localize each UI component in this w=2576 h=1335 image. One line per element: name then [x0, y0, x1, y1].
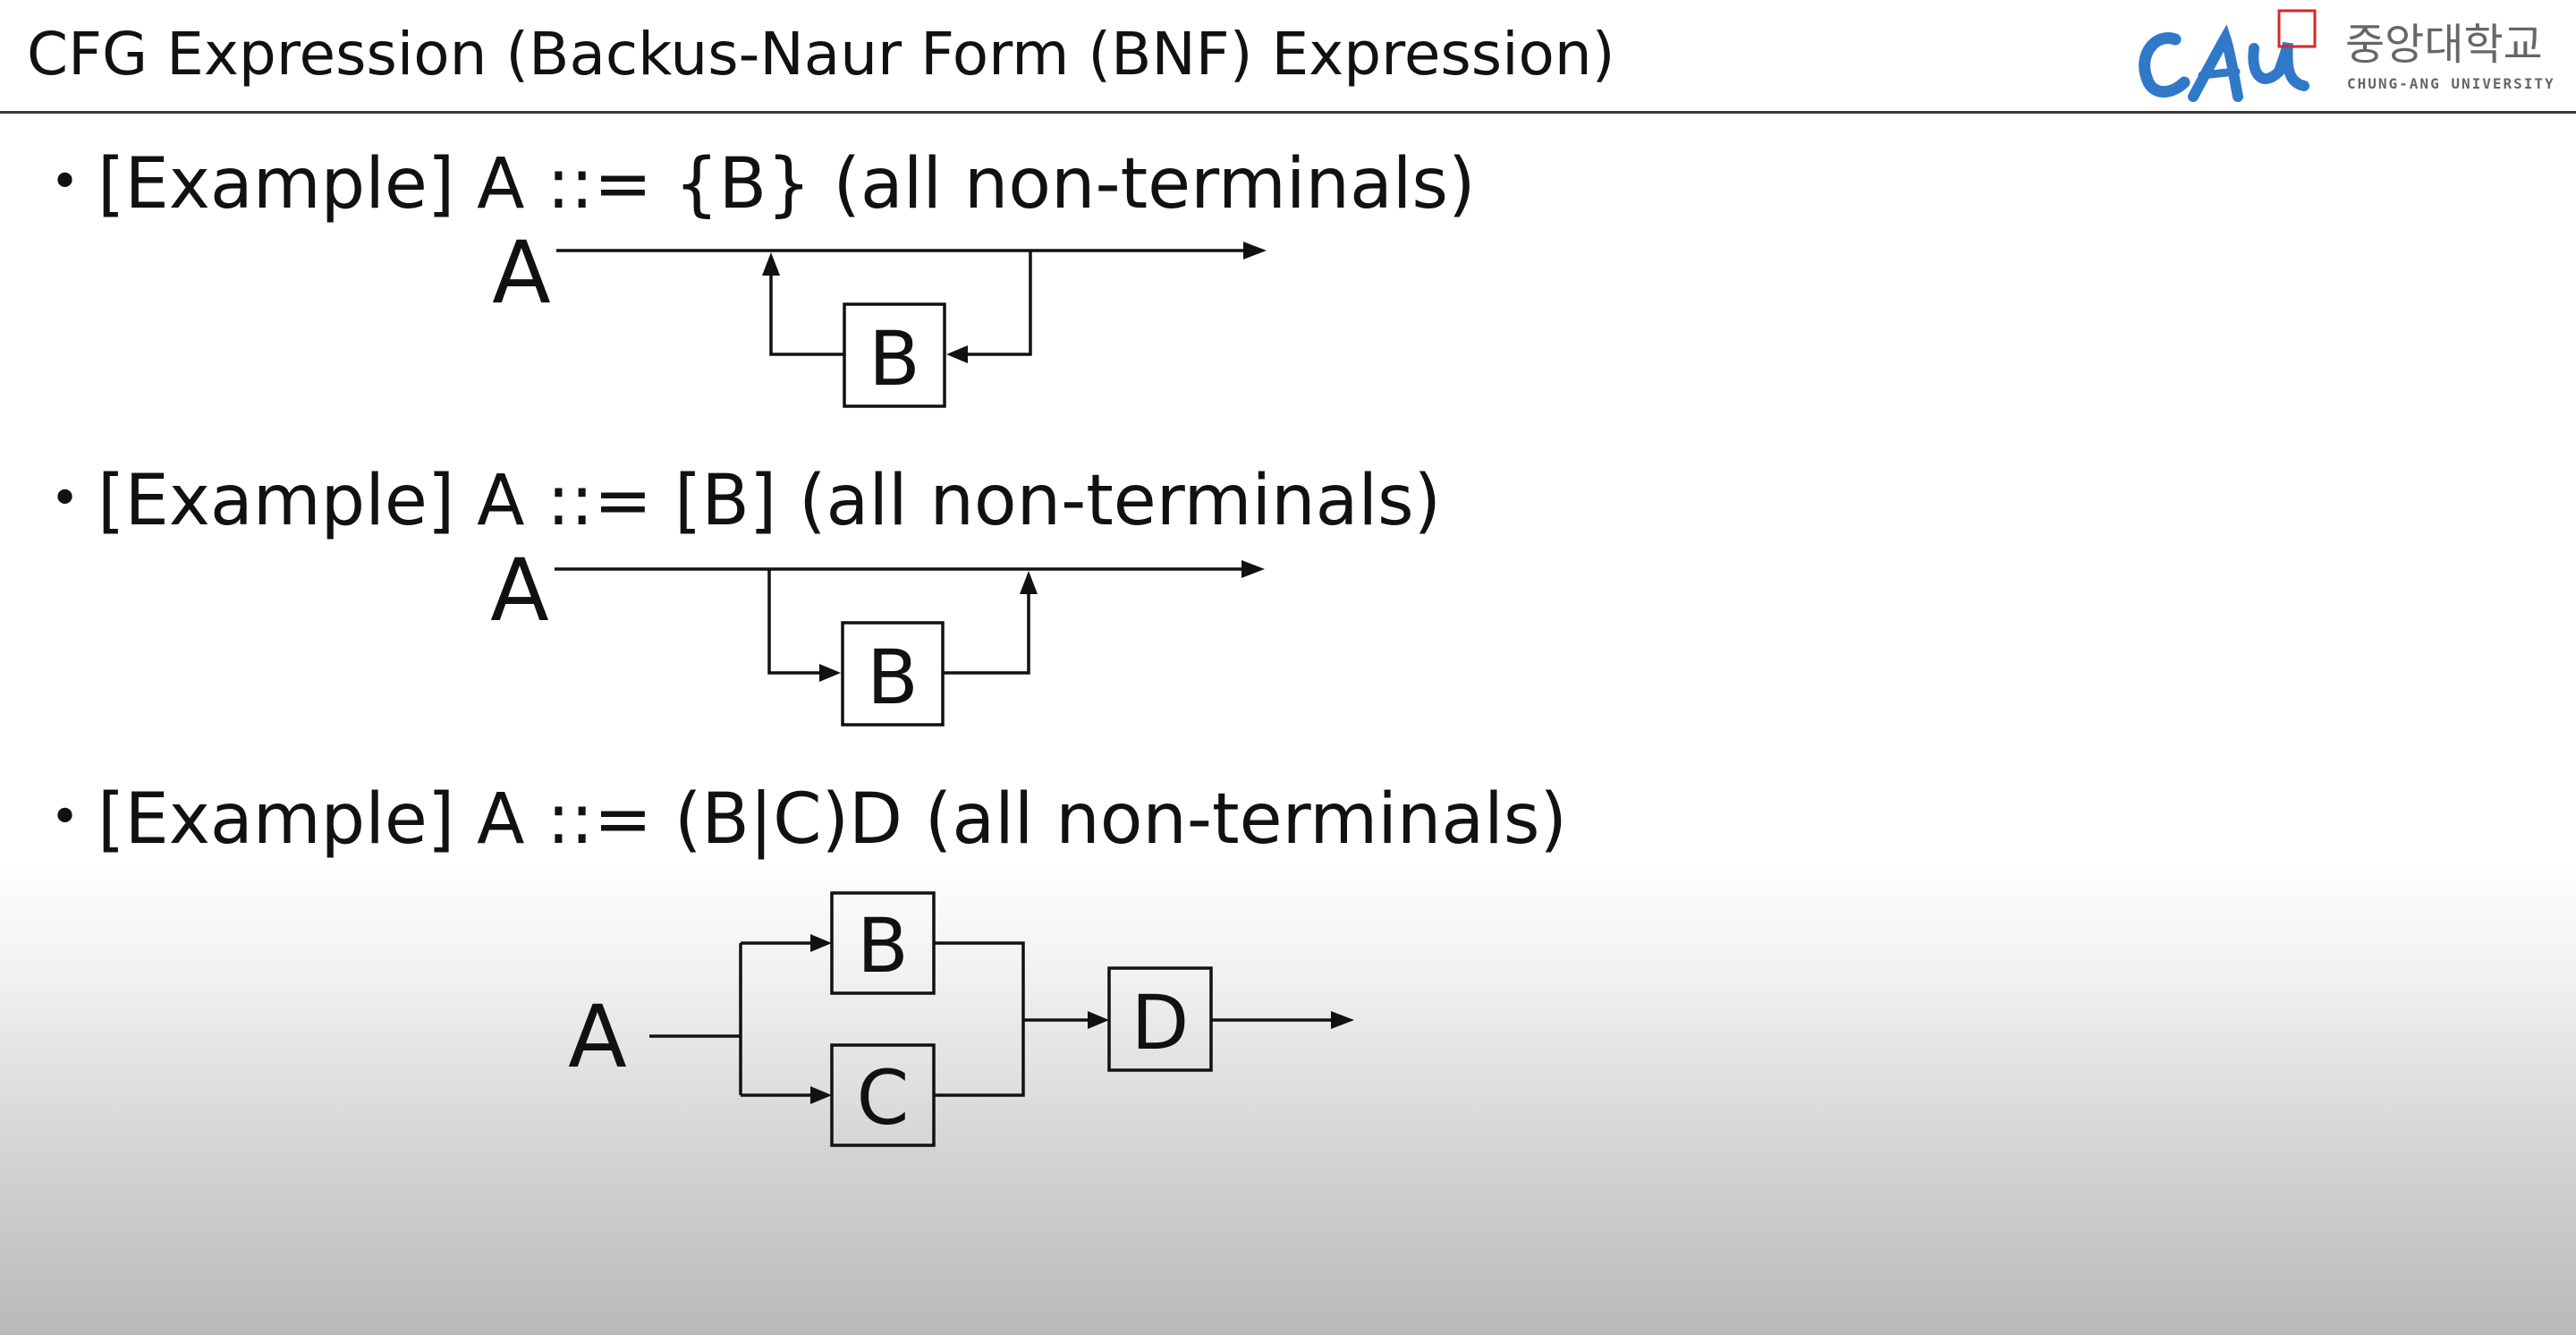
merge-line	[934, 941, 1025, 1097]
arrow-head	[762, 252, 780, 276]
bullet-dot: •	[50, 788, 80, 846]
diagram-alternation-sequence: A B C D	[568, 891, 1354, 1147]
arrow-head	[810, 1086, 832, 1104]
arrow-head	[819, 664, 841, 682]
arrow-head	[946, 345, 968, 363]
arrow-head	[1088, 1011, 1109, 1029]
box-label: B	[867, 633, 919, 721]
box-label: D	[1131, 979, 1190, 1067]
arrow-head	[1243, 242, 1267, 259]
box-label: B	[869, 315, 920, 403]
title-bar: CFG Expression (Backus-Naur Form (BNF) E…	[0, 0, 2576, 114]
cau-logo-mark	[2139, 9, 2317, 102]
university-name-english: CHUNG-ANG UNIVERSITY	[2347, 75, 2555, 92]
bullet-dot: •	[50, 470, 80, 528]
box-label: C	[857, 1054, 910, 1142]
bullet-example-alternation: • [Example] A ::= (B|C)D (all non-termina…	[50, 775, 1567, 863]
bullet-example-optional: • [Example] A ::= [B] (all non-terminals)	[50, 456, 1441, 544]
diagram-start-label: A	[490, 540, 549, 641]
bypass-return-line	[943, 594, 1030, 675]
arrow-head	[1331, 1011, 1354, 1029]
university-name-korean: 중앙대학교	[2345, 20, 2543, 70]
loop-return-line	[769, 276, 844, 356]
diagram-optional: A B	[490, 540, 1265, 727]
loop-entry-line	[968, 251, 1032, 356]
slide-title: CFG Expression (Backus-Naur Form (BNF) E…	[27, 20, 1615, 89]
arrow-head	[810, 934, 832, 952]
arrow-head	[1020, 571, 1038, 594]
box-label: B	[857, 902, 909, 990]
diagram-start-label: A	[492, 223, 551, 323]
diagram-repetition: A B	[492, 223, 1267, 408]
university-logo: 중앙대학교 CHUNG-ANG UNIVERSITY	[2129, 4, 2558, 107]
bullet-text: [Example] A ::= [B] (all non-terminals)	[97, 461, 1442, 541]
arrow-head	[1241, 560, 1265, 578]
bullet-dot: •	[50, 153, 80, 211]
bullet-example-repetition: • [Example] A ::= {B} (all non-terminals)	[50, 140, 1476, 227]
logo-accent-square	[2277, 9, 2317, 48]
diagram-start-label: A	[568, 987, 627, 1087]
bullet-text: [Example] A ::= (B|C)D (all non-terminal…	[97, 779, 1567, 860]
bullet-text: [Example] A ::= {B} (all non-terminals)	[97, 144, 1476, 225]
bypass-entry-line	[767, 569, 819, 675]
